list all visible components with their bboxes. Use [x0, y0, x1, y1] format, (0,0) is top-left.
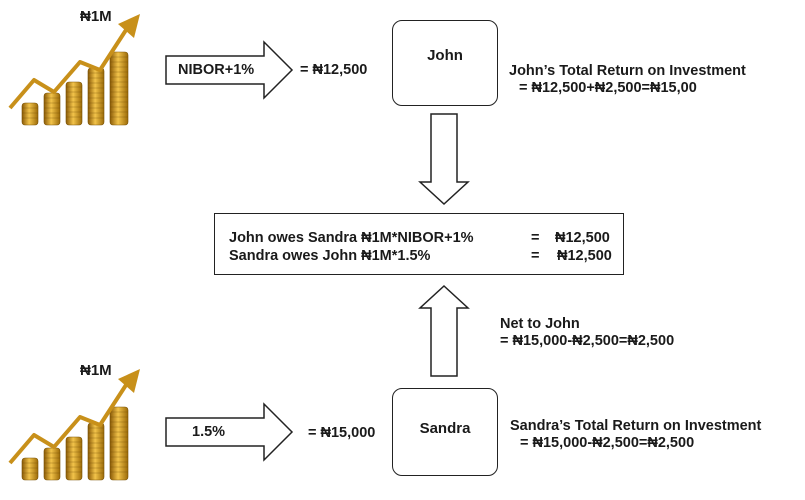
sandra-box: Sandra	[392, 388, 498, 476]
sandra-return-title: Sandra’s Total Return on Investment	[510, 418, 762, 434]
john-return-calc: = ₦12,500+₦2,500=₦15,00	[519, 80, 697, 96]
top-amount-label: ₦1M	[80, 8, 112, 25]
obligation-line-1-eq: =	[531, 230, 540, 246]
john-return-title: John’s Total Return on Investment	[509, 63, 746, 79]
coin-growth-chart-top	[8, 14, 140, 126]
obligation-line-1-text: John owes Sandra ₦1M*NIBOR+1%	[229, 230, 474, 246]
bottom-amount-label: ₦1M	[80, 362, 112, 379]
top-arrow-label: NIBOR+1%	[178, 62, 255, 78]
down-arrow-john	[418, 113, 470, 206]
net-calc: = ₦15,000-₦2,500=₦2,500	[500, 333, 675, 349]
sandra-return-calc: = ₦15,000-₦2,500=₦2,500	[520, 435, 695, 451]
bottom-arrow-label: 1.5%	[192, 424, 226, 440]
coin-growth-chart-bottom	[8, 369, 140, 481]
bottom-rate-arrow	[165, 402, 294, 462]
obligation-line-1-value: ₦12,500	[555, 230, 610, 246]
john-box: John	[392, 20, 498, 106]
obligation-line-2-value: ₦12,500	[557, 248, 612, 264]
up-arrow-sandra	[418, 284, 470, 377]
john-label: John	[427, 46, 463, 64]
obligation-line-2-eq: =	[531, 248, 540, 264]
bottom-equals-value: = ₦15,000	[308, 425, 376, 441]
net-title: Net to John	[500, 316, 580, 332]
sandra-label: Sandra	[419, 419, 471, 437]
top-equals-value: = ₦12,500	[300, 62, 368, 78]
obligation-line-2-text: Sandra owes John ₦1M*1.5%	[229, 248, 431, 264]
obligations-box: John owes Sandra ₦1M*NIBOR+1% = ₦12,500 …	[214, 213, 624, 275]
